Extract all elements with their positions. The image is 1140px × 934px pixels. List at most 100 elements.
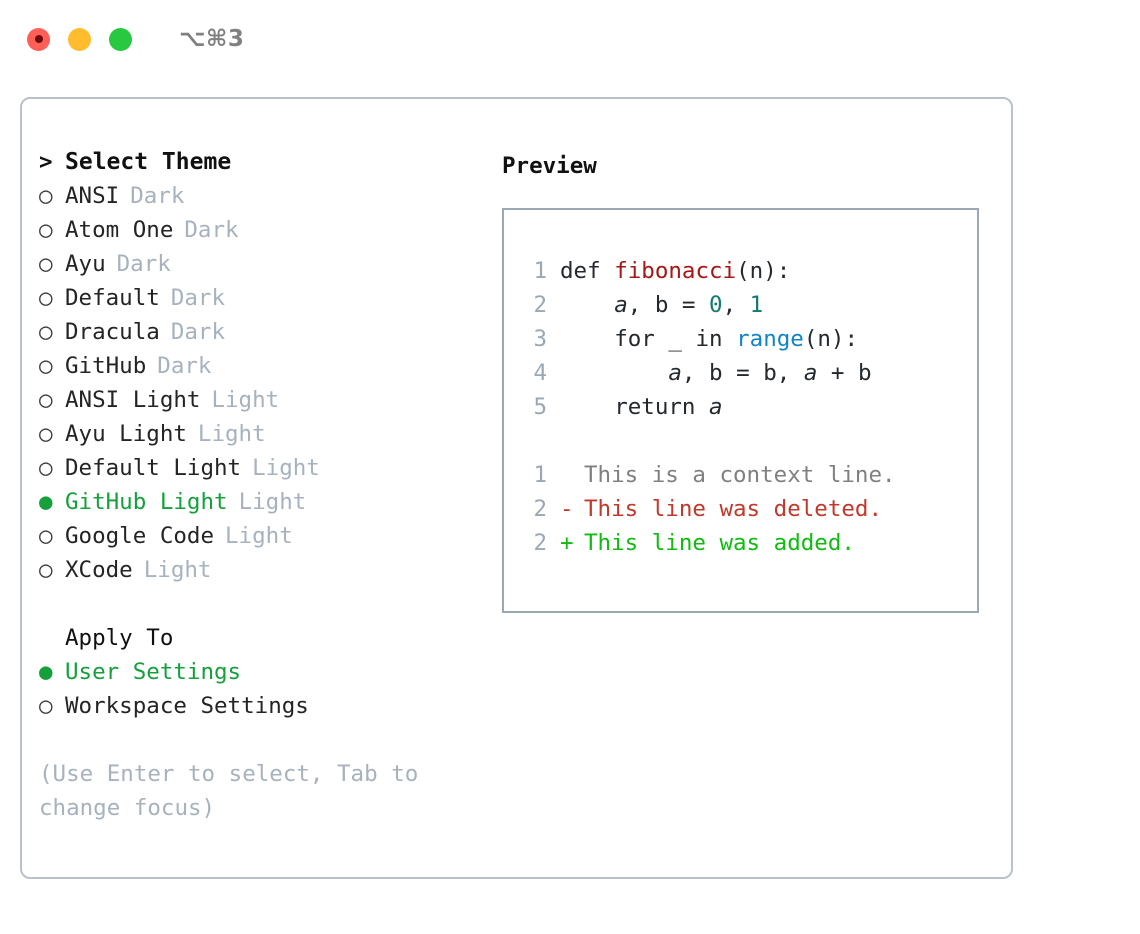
code-token: + b bbox=[817, 360, 872, 386]
diff-line: 2-This line was deleted. bbox=[521, 492, 977, 526]
code-token: a bbox=[709, 394, 723, 420]
code-line-text: a, b = 0, 1 bbox=[560, 288, 763, 322]
window-controls bbox=[27, 27, 132, 51]
theme-name-label: Google Code bbox=[65, 523, 215, 549]
theme-name-label: Default Light bbox=[65, 455, 242, 481]
code-token: , bbox=[627, 292, 655, 318]
code-token: , bbox=[722, 292, 750, 318]
radio-unselected-icon: ○ bbox=[39, 421, 53, 447]
theme-list-item[interactable]: ○ Ayu Light Light bbox=[39, 421, 479, 455]
apply-to-option[interactable]: ●User Settings bbox=[39, 659, 479, 693]
diff-line: 1 This is a context line. bbox=[521, 458, 977, 492]
code-line-number: 3 bbox=[533, 326, 547, 352]
minimize-button-icon[interactable] bbox=[68, 27, 91, 51]
diff-line-number: 1 bbox=[533, 462, 547, 488]
code-token: range bbox=[736, 326, 804, 352]
diff-marker-icon bbox=[560, 458, 573, 492]
theme-variant-badge: Dark bbox=[157, 353, 212, 379]
code-line: 5 return a bbox=[521, 390, 977, 424]
keyboard-shortcut-label: ⌥⌘3 bbox=[179, 26, 245, 52]
code-line-text: for _ in range(n): bbox=[560, 322, 858, 356]
code-token: 1 bbox=[749, 292, 764, 318]
close-button-icon[interactable] bbox=[27, 27, 50, 51]
theme-variant-badge: Light bbox=[252, 455, 320, 481]
preview-title: Preview bbox=[502, 153, 597, 179]
theme-name-label: Atom One bbox=[65, 217, 174, 243]
code-token: (n): bbox=[803, 326, 859, 352]
theme-variant-badge: Dark bbox=[116, 251, 171, 277]
diff-line: 2 + This line was added. bbox=[521, 526, 977, 560]
theme-name-label: Ayu bbox=[65, 251, 106, 277]
theme-name-label: GitHub Light bbox=[65, 489, 228, 515]
code-line-number: 4 bbox=[533, 360, 547, 386]
radio-unselected-icon: ○ bbox=[39, 455, 53, 481]
code-line: 3 for _ in range(n): bbox=[521, 322, 977, 356]
apply-to-title: Apply To bbox=[65, 625, 174, 651]
theme-name-label: Dracula bbox=[65, 319, 160, 345]
maximize-button-icon[interactable] bbox=[109, 27, 132, 51]
radio-unselected-icon: ○ bbox=[39, 251, 53, 277]
radio-unselected-icon: ○ bbox=[39, 217, 53, 243]
theme-variant-badge: Light bbox=[197, 421, 266, 447]
diff-line-number: 2 bbox=[533, 496, 547, 522]
theme-list-item[interactable]: ○ Atom One Dark bbox=[39, 217, 479, 251]
code-token: (n): bbox=[736, 258, 791, 284]
radio-selected-icon: ● bbox=[39, 489, 53, 515]
code-token: , b = b, bbox=[681, 360, 804, 386]
theme-selector-header: > Select Theme bbox=[39, 149, 479, 183]
theme-variant-badge: Light bbox=[225, 523, 293, 549]
diff-line-text: This line was added. bbox=[584, 530, 855, 556]
code-line: 1 def fibonacci(n): bbox=[521, 254, 977, 288]
code-token: return bbox=[614, 394, 710, 420]
theme-list-item[interactable]: ○ Default Light Light bbox=[39, 455, 479, 489]
code-token: a bbox=[668, 360, 682, 386]
code-line: 2 a, b = 0, 1 bbox=[521, 288, 977, 322]
theme-name-label: Ayu Light bbox=[65, 421, 187, 447]
code-token: b bbox=[654, 292, 669, 318]
radio-unselected-icon: ○ bbox=[39, 557, 53, 583]
theme-list-item[interactable]: ○ Ayu Dark bbox=[39, 251, 479, 285]
apply-to-header: ○ Apply To bbox=[39, 625, 479, 659]
radio-unselected-icon: ○ bbox=[39, 523, 53, 549]
code-diff-separator bbox=[521, 424, 977, 458]
theme-variant-badge: Dark bbox=[170, 319, 226, 345]
code-line-text: def fibonacci(n): bbox=[560, 254, 790, 288]
theme-list-item[interactable]: ○ Google Code Light bbox=[39, 523, 479, 557]
code-token: def bbox=[560, 258, 615, 284]
radio-unselected-icon: ○ bbox=[39, 387, 53, 413]
theme-selector-title: Select Theme bbox=[65, 149, 232, 175]
code-line-number: 5 bbox=[533, 394, 547, 420]
code-line-text: a, b = b, a + b bbox=[560, 356, 872, 390]
diff-preview: 1 This is a context line.2-This line was… bbox=[521, 458, 977, 560]
theme-variant-badge: Dark bbox=[170, 285, 226, 311]
code-token: fibonacci bbox=[614, 258, 737, 284]
theme-name-label: ANSI bbox=[65, 183, 120, 209]
radio-unselected-icon: ○ bbox=[39, 693, 53, 719]
code-line-number: 1 bbox=[533, 258, 547, 284]
keyboard-hint: (Use Enter to select, Tab to change focu… bbox=[39, 761, 419, 821]
code-token: 0 bbox=[709, 292, 723, 318]
theme-variant-badge: Light bbox=[211, 387, 280, 413]
code-line-number: 2 bbox=[533, 292, 547, 318]
diff-line-number: 2 bbox=[533, 530, 547, 556]
theme-variant-badge: Dark bbox=[184, 217, 239, 243]
code-token: for _ in bbox=[614, 326, 737, 352]
apply-to-marker-spacer: ○ bbox=[39, 627, 65, 650]
radio-selected-icon: ● bbox=[39, 659, 53, 685]
diff-marker-icon: + bbox=[560, 530, 574, 556]
apply-to-option[interactable]: ○Workspace Settings bbox=[39, 693, 479, 727]
code-token: = bbox=[668, 292, 710, 318]
